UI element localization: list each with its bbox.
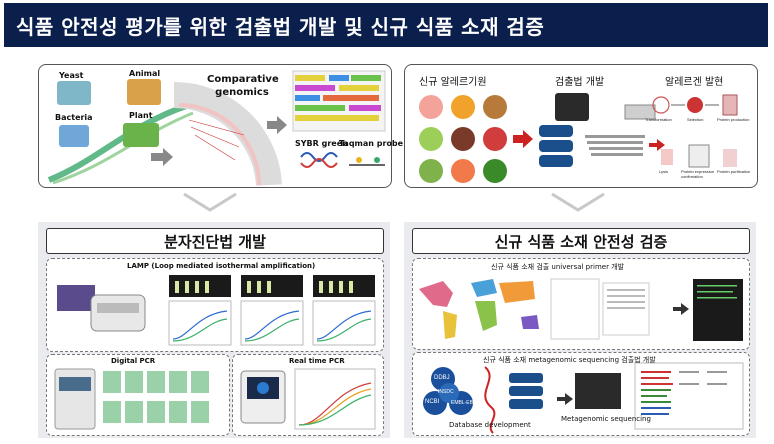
- subpanel-universal-primer: 신규 식품 소재 검출 universal primer 개발: [412, 258, 750, 350]
- subpanel-metagenomic: 신규 식품 소재 metagenomic sequencing 검출법 개발 D…: [412, 352, 750, 436]
- panel-genomics: Yeast Animal Bacteria Plant Comparative …: [38, 64, 403, 188]
- new-allergen-label: 신규 알레르기원: [419, 77, 487, 88]
- organism-animal-label: Animal: [129, 69, 161, 78]
- header-molecular-diagnostics-text: 분자진단법 개발: [164, 232, 266, 251]
- lamp-illustration: [57, 275, 376, 346]
- db-ncbi: NCBI: [425, 399, 440, 405]
- mini-selection: Selection: [687, 117, 704, 122]
- mini-protein-purification: Protein purification: [717, 169, 751, 174]
- header-food-safety: 신규 식품 소재 안전성 검증: [412, 228, 750, 254]
- header-molecular-diagnostics: 분자진단법 개발: [46, 228, 384, 254]
- db-ddbj: DDBJ: [434, 375, 450, 381]
- lamp-label: LAMP (Loop mediated isothermal amplifica…: [127, 262, 316, 270]
- subpanel-digital-pcr: Digital PCR: [46, 354, 230, 436]
- mini-protein-production: Protein production: [717, 117, 750, 122]
- primer-illustration: [419, 278, 743, 341]
- header-food-safety-text: 신규 식품 소재 안전성 검증: [494, 232, 668, 251]
- subpanel-realtime-pcr: Real time PCR: [232, 354, 384, 436]
- detection-dev-label: 검출법 개발: [555, 77, 605, 88]
- database-dev-label: Database development: [449, 421, 531, 429]
- db-embl: EMBL-EBI: [451, 400, 475, 406]
- title-bar: 식품 안전성 평가를 위한 검출법 개발 및 신규 식품 소재 검증: [4, 3, 768, 47]
- digital-pcr-illustration: [54, 368, 209, 430]
- realtime-pcr-label: Real time PCR: [289, 357, 345, 365]
- metagenomic-seq-label: Metagenomic sequencing: [561, 415, 651, 423]
- allergen-illustration: [419, 93, 738, 183]
- mini-protein-expression: Protein expression confirmation: [681, 169, 715, 179]
- mini-lysis: Lysis: [659, 169, 668, 174]
- organism-yeast-label: Yeast: [59, 71, 84, 80]
- genomics-illustration: [47, 70, 386, 187]
- chevron-down-icon: [183, 192, 237, 212]
- mini-transformation: Transformation: [645, 117, 672, 122]
- allergen-expression-label: 알레르겐 발현: [665, 77, 724, 88]
- chevron-down-icon-right: [551, 192, 605, 212]
- subpanel-lamp: LAMP (Loop mediated isothermal amplifica…: [46, 258, 384, 352]
- metagenomic-label: 신규 식품 소재 metagenomic sequencing 검출법 개발: [483, 356, 656, 364]
- realtime-pcr-illustration: [240, 368, 376, 430]
- panel-allergen: 신규 알레르기원 검출법 개발 알레르겐 발현 Transformation S…: [404, 64, 758, 188]
- taqman-probe-label: Taqman probe: [339, 139, 404, 148]
- sybr-green-label: SYBR green: [295, 139, 348, 148]
- digital-pcr-label: Digital PCR: [111, 357, 156, 365]
- organism-bacteria-label: Bacteria: [55, 113, 93, 122]
- comparative-genomics-label: Comparative genomics: [207, 74, 279, 98]
- organism-plant-label: Plant: [129, 111, 153, 120]
- metagenomic-illustration: [423, 362, 744, 434]
- db-insdc: INSDC: [438, 389, 454, 395]
- page-title: 식품 안전성 평가를 위한 검출법 개발 및 신규 식품 소재 검증: [16, 14, 545, 39]
- universal-primer-label: 신규 식품 소재 검출 universal primer 개발: [491, 263, 625, 271]
